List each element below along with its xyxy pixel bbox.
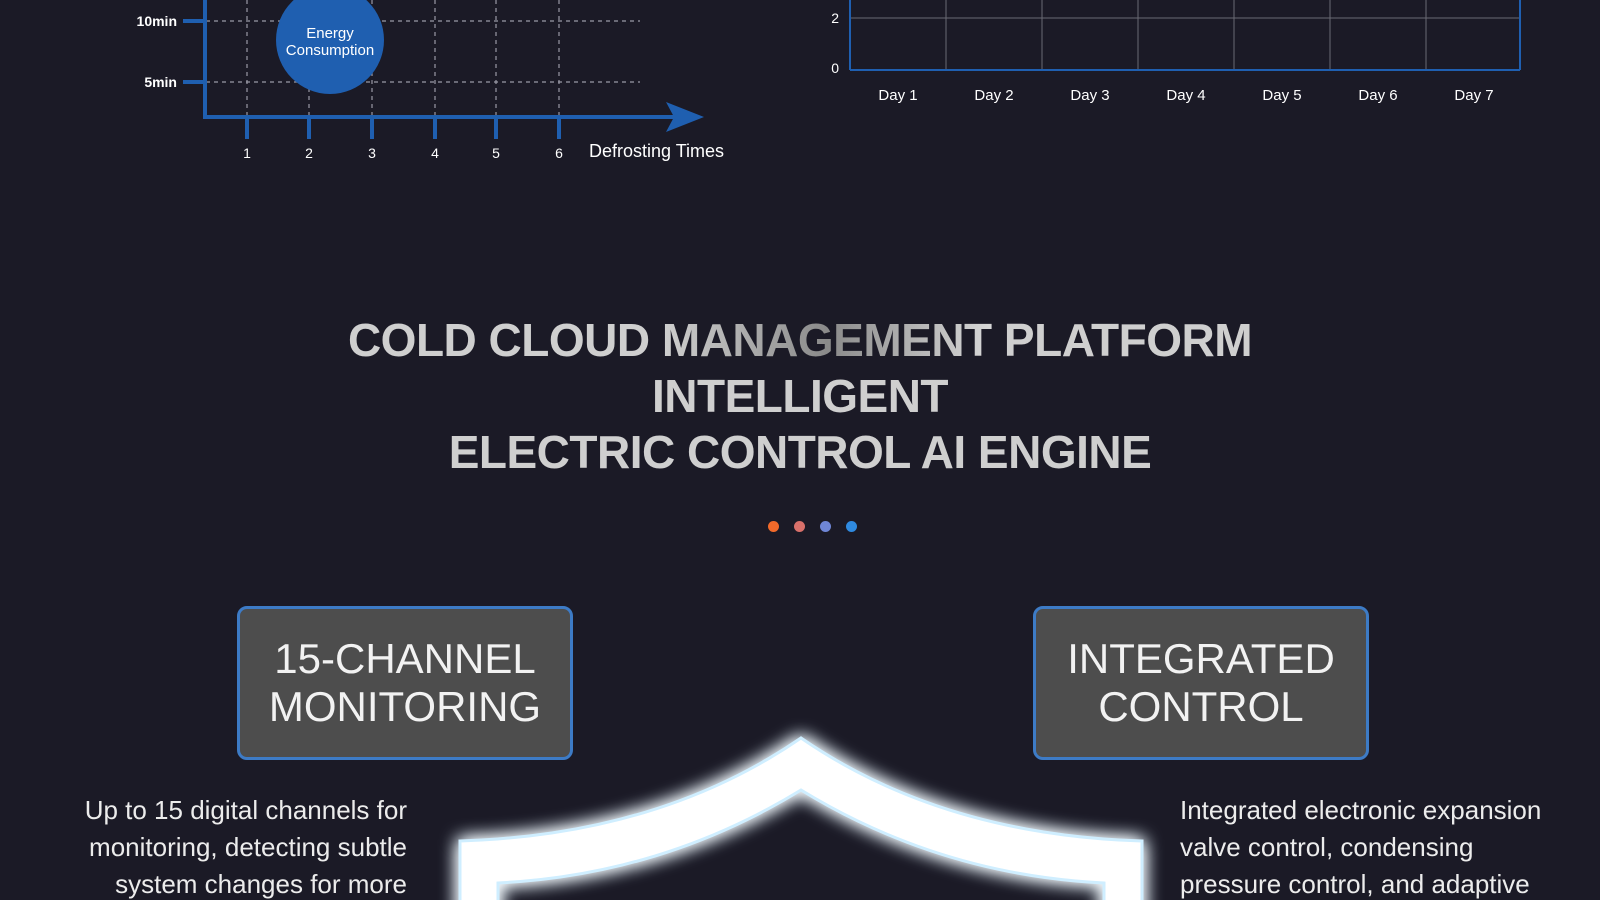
dot-blue bbox=[846, 521, 857, 532]
daily-x-tick-day2: Day 2 bbox=[974, 87, 1013, 104]
y-tick-label-10min: 10min bbox=[137, 13, 177, 29]
desc-monitoring-line2: monitoring, detecting subtle bbox=[89, 832, 407, 862]
headline-line3: ELECTRIC CONTROL AI ENGINE bbox=[448, 426, 1152, 478]
carousel-dots bbox=[768, 521, 857, 532]
x-tick-label-1: 1 bbox=[243, 145, 251, 161]
desc-control-line1: Integrated electronic expansion bbox=[1180, 795, 1542, 825]
daily-x-tick-day1: Day 1 bbox=[878, 87, 917, 104]
daily-x-tick-day4: Day 4 bbox=[1166, 87, 1205, 104]
dot-coral bbox=[794, 521, 805, 532]
defrost-chart: 10min 5min 1 2 3 4 5 6 Defrosting Times … bbox=[137, 0, 724, 161]
dot-orange bbox=[768, 521, 779, 532]
bubble-label-line1: Energy bbox=[306, 25, 354, 42]
feature-desc-monitoring: Up to 15 digital channels for monitoring… bbox=[85, 792, 407, 900]
y-tick-label-5min: 5min bbox=[144, 74, 177, 90]
dot-periwinkle bbox=[820, 521, 831, 532]
x-tick-label-5: 5 bbox=[492, 145, 500, 161]
desc-monitoring-line1: Up to 15 digital channels for bbox=[84, 795, 407, 825]
x-tick-label-2: 2 bbox=[305, 145, 313, 161]
shield-icon bbox=[458, 736, 1144, 900]
bubble-label-line2: Consumption bbox=[286, 42, 374, 59]
daily-x-tick-day6: Day 6 bbox=[1358, 87, 1397, 104]
page-headline: COLD CLOUD MANAGEMENT PLATFORM INTELLIGE… bbox=[0, 312, 1600, 480]
defrost-grid bbox=[206, 0, 640, 116]
defrost-axes bbox=[183, 0, 680, 139]
daily-y-tick-0: 0 bbox=[831, 60, 839, 76]
feature-title-control-line1: INTEGRATED bbox=[1067, 635, 1335, 682]
daily-grid bbox=[850, 0, 1520, 70]
feature-box-monitoring: 15-CHANNEL MONITORING bbox=[237, 606, 573, 760]
headline-line1: COLD CLOUD MANAGEMENT PLATFORM bbox=[0, 312, 1600, 368]
feature-title-monitoring-line2: MONITORING bbox=[268, 683, 542, 730]
feature-desc-integrated-control: Integrated electronic expansion valve co… bbox=[1180, 792, 1541, 900]
headline-line2: INTELLIGENT bbox=[651, 370, 949, 422]
daily-x-tick-day7: Day 7 bbox=[1454, 87, 1493, 104]
daily-x-tick-day5: Day 5 bbox=[1262, 87, 1301, 104]
desc-control-line3: pressure control, and adaptive bbox=[1180, 869, 1530, 899]
daily-x-tick-day3: Day 3 bbox=[1070, 87, 1109, 104]
energy-consumption-bubble: Energy Consumption bbox=[276, 0, 384, 94]
feature-title-monitoring-line1: 15-CHANNEL bbox=[274, 635, 536, 682]
x-tick-label-4: 4 bbox=[431, 145, 439, 161]
desc-control-line2: valve control, condensing bbox=[1180, 832, 1474, 862]
headline-line1-part2: MANAGEMENT bbox=[661, 314, 992, 366]
daily-frame bbox=[849, 0, 1521, 71]
daily-y-tick-2: 2 bbox=[831, 10, 839, 26]
feature-box-integrated-control: INTEGRATED CONTROL bbox=[1033, 606, 1369, 760]
x-axis-label: Defrosting Times bbox=[589, 141, 724, 161]
feature-title-control-line2: CONTROL bbox=[1098, 683, 1304, 730]
daily-chart: 2 0 Day 1 Day 2 Day 3 Day 4 Day 5 Day 6 … bbox=[831, 0, 1521, 104]
x-tick-label-3: 3 bbox=[368, 145, 376, 161]
headline-line1-part3: PLATFORM bbox=[1003, 314, 1253, 366]
headline-line1-part1: COLD CLOUD bbox=[347, 314, 650, 366]
x-tick-label-6: 6 bbox=[555, 145, 563, 161]
desc-monitoring-line3: system changes for more bbox=[115, 869, 407, 899]
x-axis-arrow-icon bbox=[666, 102, 704, 132]
